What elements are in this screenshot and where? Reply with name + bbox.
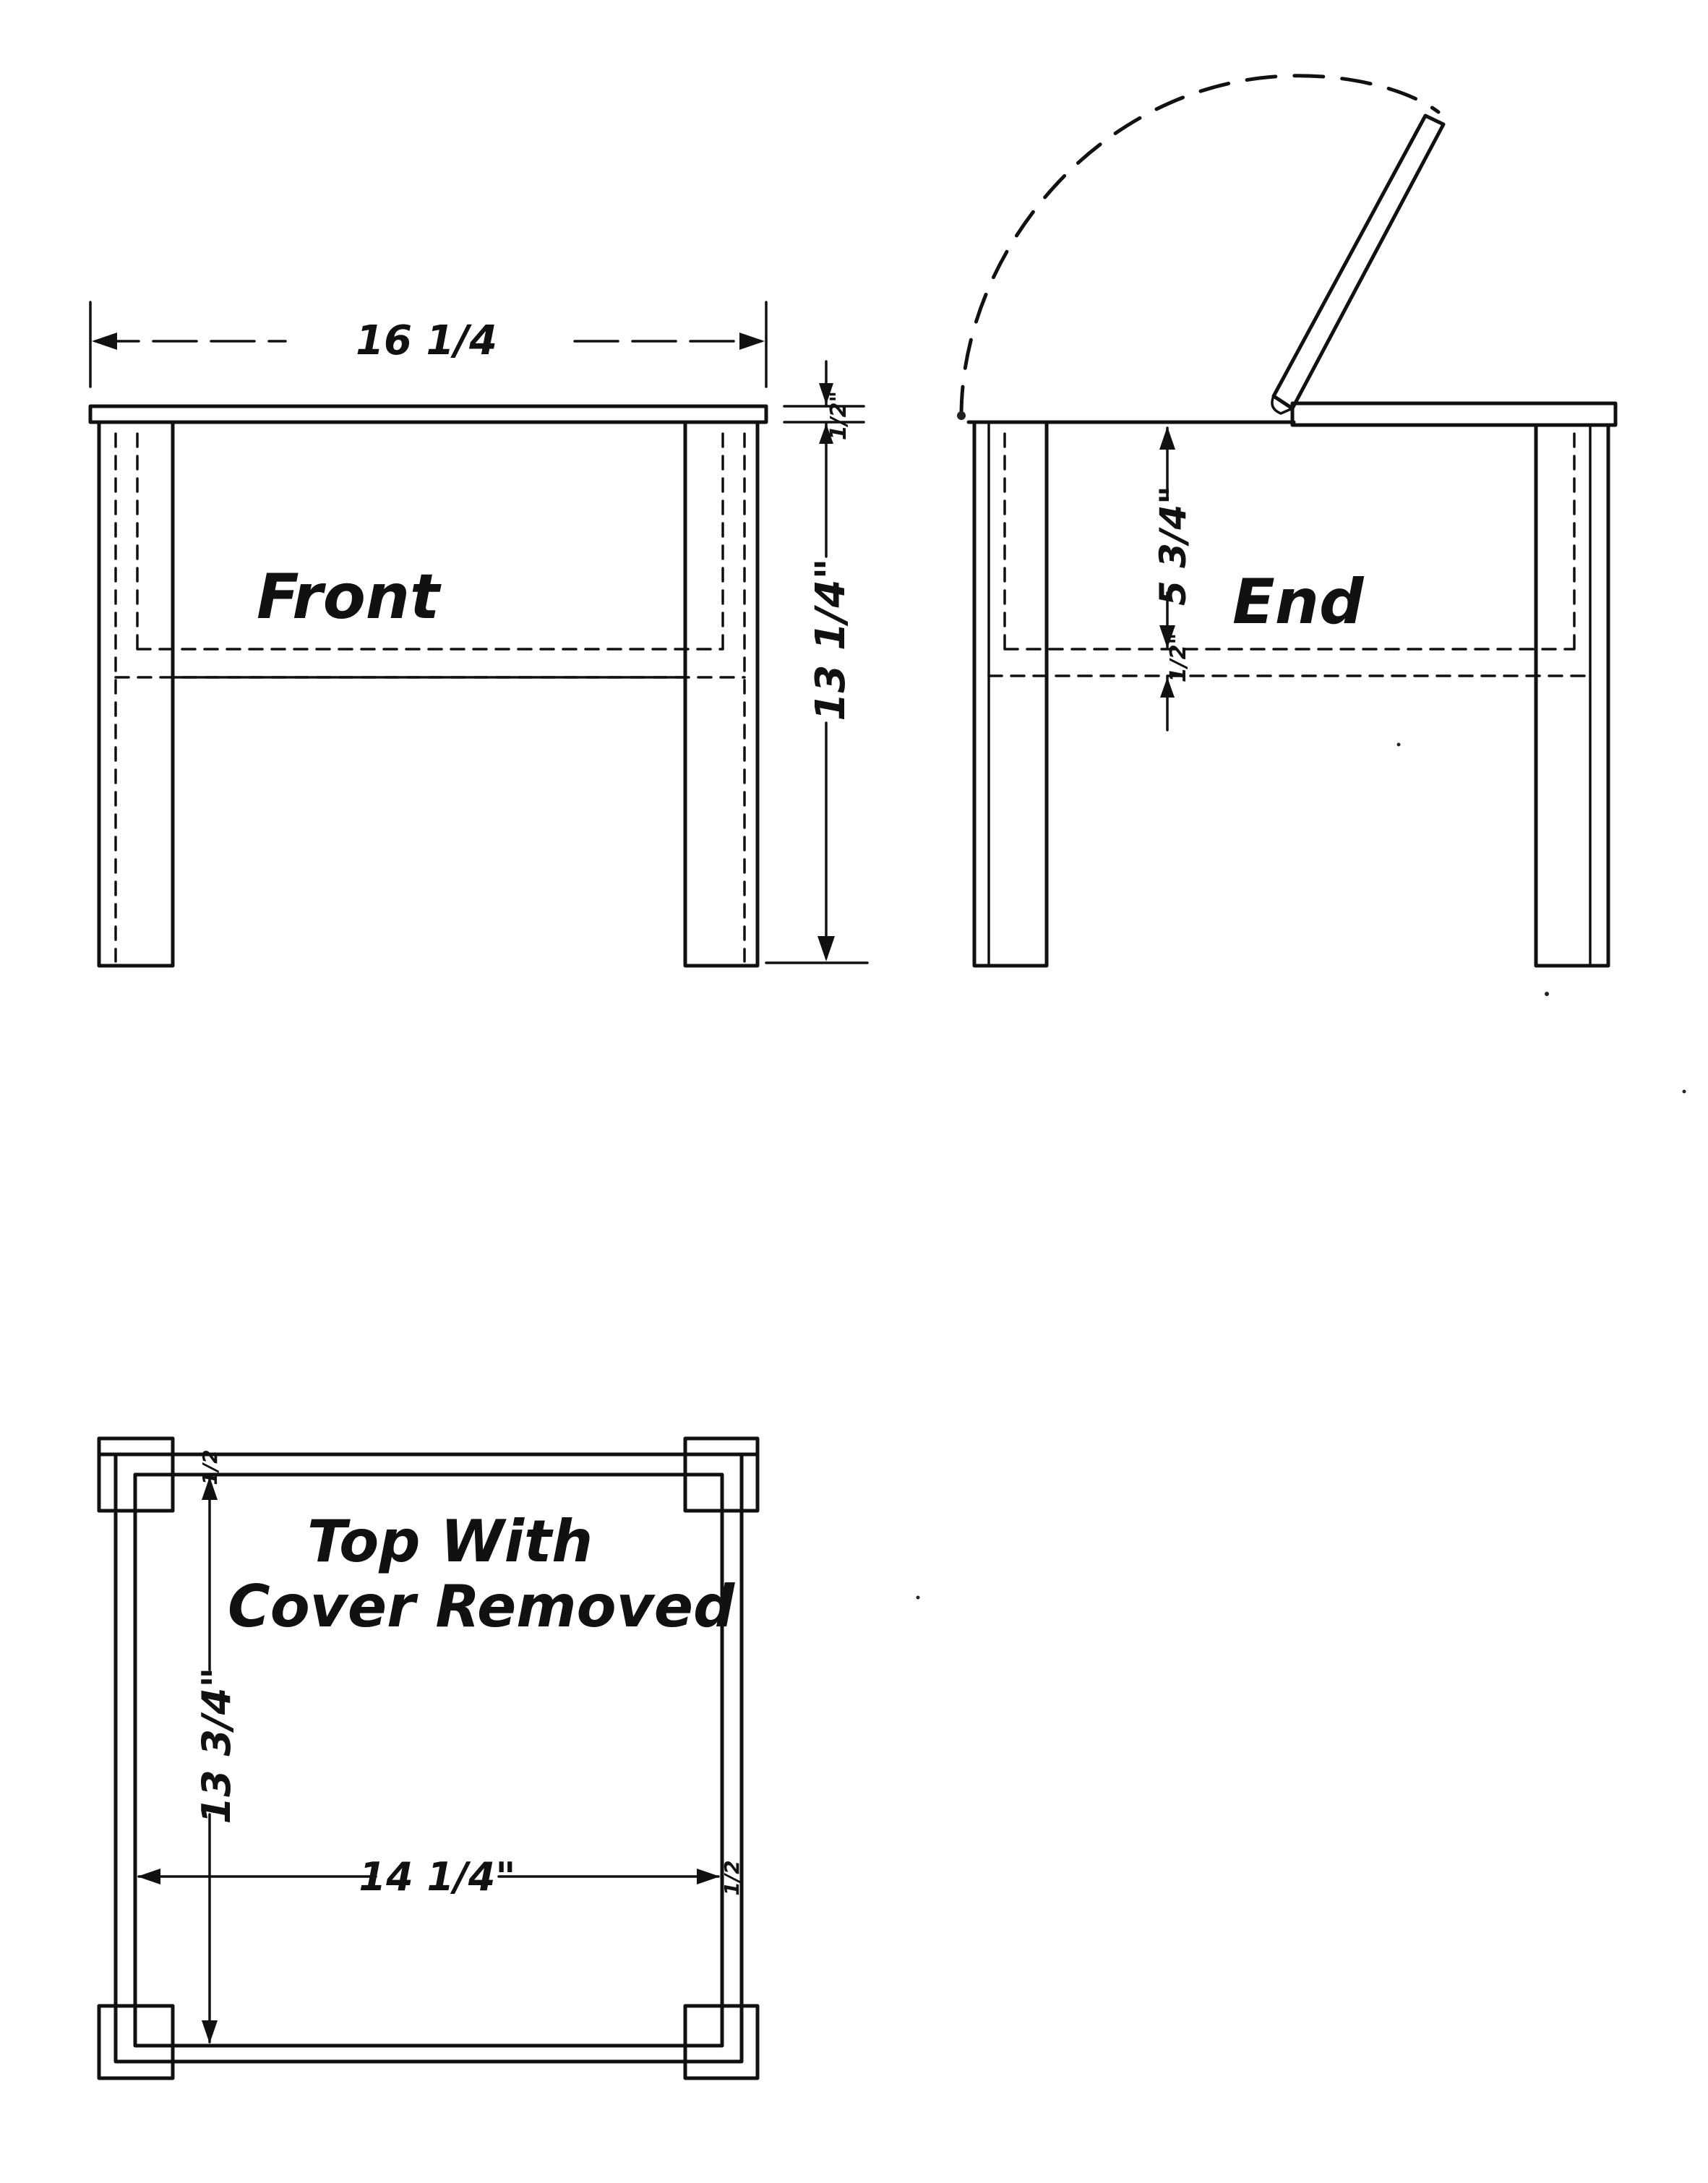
end-title: End xyxy=(1232,566,1365,638)
top-inner-length-dimension: 13 3/4" xyxy=(194,1477,239,2043)
front-table-top xyxy=(88,404,768,424)
end-hidden-lines xyxy=(987,432,1592,677)
top-inner-width-label: 14 1/4" xyxy=(359,1854,516,1900)
top-inner-width-dimension: 14 1/4" xyxy=(137,1854,720,1900)
front-width-label: 16 1/4 xyxy=(356,317,497,364)
end-depth-dimension: 5 3/4" xyxy=(1152,426,1194,648)
top-view: Top With Cover Removed 13 3/4" 14 1/4" 1… xyxy=(97,1436,760,2080)
lid-swing-arc xyxy=(959,74,1441,418)
scan-specks xyxy=(916,742,1686,1600)
front-right-leg xyxy=(683,420,760,968)
end-fixed-top xyxy=(1290,401,1618,427)
end-bottom-thickness-label: 1/2" xyxy=(1166,633,1191,682)
top-wall-thickness-top-label: 1/2 xyxy=(198,1449,222,1485)
front-height-dimension: 13 1/4" xyxy=(765,425,869,964)
top-title-line2: Cover Removed xyxy=(228,1573,735,1640)
top-inner-length-label: 13 3/4" xyxy=(194,1668,239,1824)
front-left-leg xyxy=(97,420,175,968)
top-outer-frame xyxy=(113,1452,744,2064)
front-view: 16 1/4 Front 1/2" xyxy=(88,301,869,968)
front-width-dimension: 16 1/4 xyxy=(89,301,768,388)
front-height-label: 13 1/4" xyxy=(807,559,854,721)
front-title: Front xyxy=(257,561,442,633)
front-hidden-lines xyxy=(114,432,746,963)
front-top-thickness-dimension: 1/2" xyxy=(783,360,865,444)
end-right-leg xyxy=(1534,423,1610,968)
front-top-thickness-label: 1/2" xyxy=(826,391,851,440)
end-bottom-thickness-dimension: 1/2" xyxy=(1160,633,1191,732)
end-view: End 5 3/4" 1/2" xyxy=(957,74,1618,968)
end-depth-label: 5 3/4" xyxy=(1152,486,1194,606)
open-lid xyxy=(1271,113,1446,411)
top-title-line1: Top With xyxy=(307,1508,593,1575)
end-left-leg xyxy=(972,420,1049,968)
top-wall-thickness-side-label: 1/2 xyxy=(720,1860,744,1895)
